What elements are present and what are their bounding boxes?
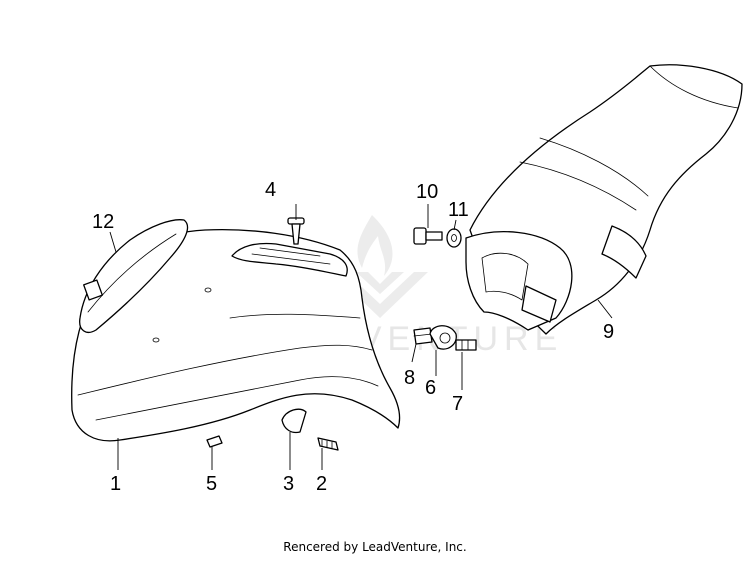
callout-5: 5 xyxy=(206,473,217,495)
callout-7: 7 xyxy=(452,393,463,415)
callout-12: 12 xyxy=(92,211,114,233)
footer-credit: Rencered by LeadVenture, Inc. xyxy=(283,540,467,554)
cable-clamp-6 xyxy=(429,325,457,350)
leader-lines xyxy=(109,204,613,470)
callout-11: 11 xyxy=(448,199,469,221)
screw-2 xyxy=(317,437,339,451)
bushing-3 xyxy=(281,408,307,434)
washer-11 xyxy=(446,228,462,248)
callout-10: 10 xyxy=(416,181,438,203)
callout-labels: 1 2 3 4 5 6 7 8 9 10 11 12 xyxy=(92,179,614,495)
clip-nut-8 xyxy=(413,327,433,345)
callout-3: 3 xyxy=(283,473,294,495)
clip-5 xyxy=(206,435,223,448)
callout-2: 2 xyxy=(316,473,327,495)
fender-emblem xyxy=(79,219,189,333)
front-fender xyxy=(71,229,401,442)
rear-fender xyxy=(465,64,743,335)
callout-8: 8 xyxy=(404,367,415,389)
fender-vent xyxy=(231,242,348,277)
callout-4: 4 xyxy=(265,179,276,201)
screw-4 xyxy=(287,217,305,245)
bolt-10 xyxy=(413,227,443,245)
screw-7 xyxy=(455,339,477,351)
callout-6: 6 xyxy=(425,377,436,399)
callout-1: 1 xyxy=(110,473,121,495)
callout-9: 9 xyxy=(603,321,614,343)
